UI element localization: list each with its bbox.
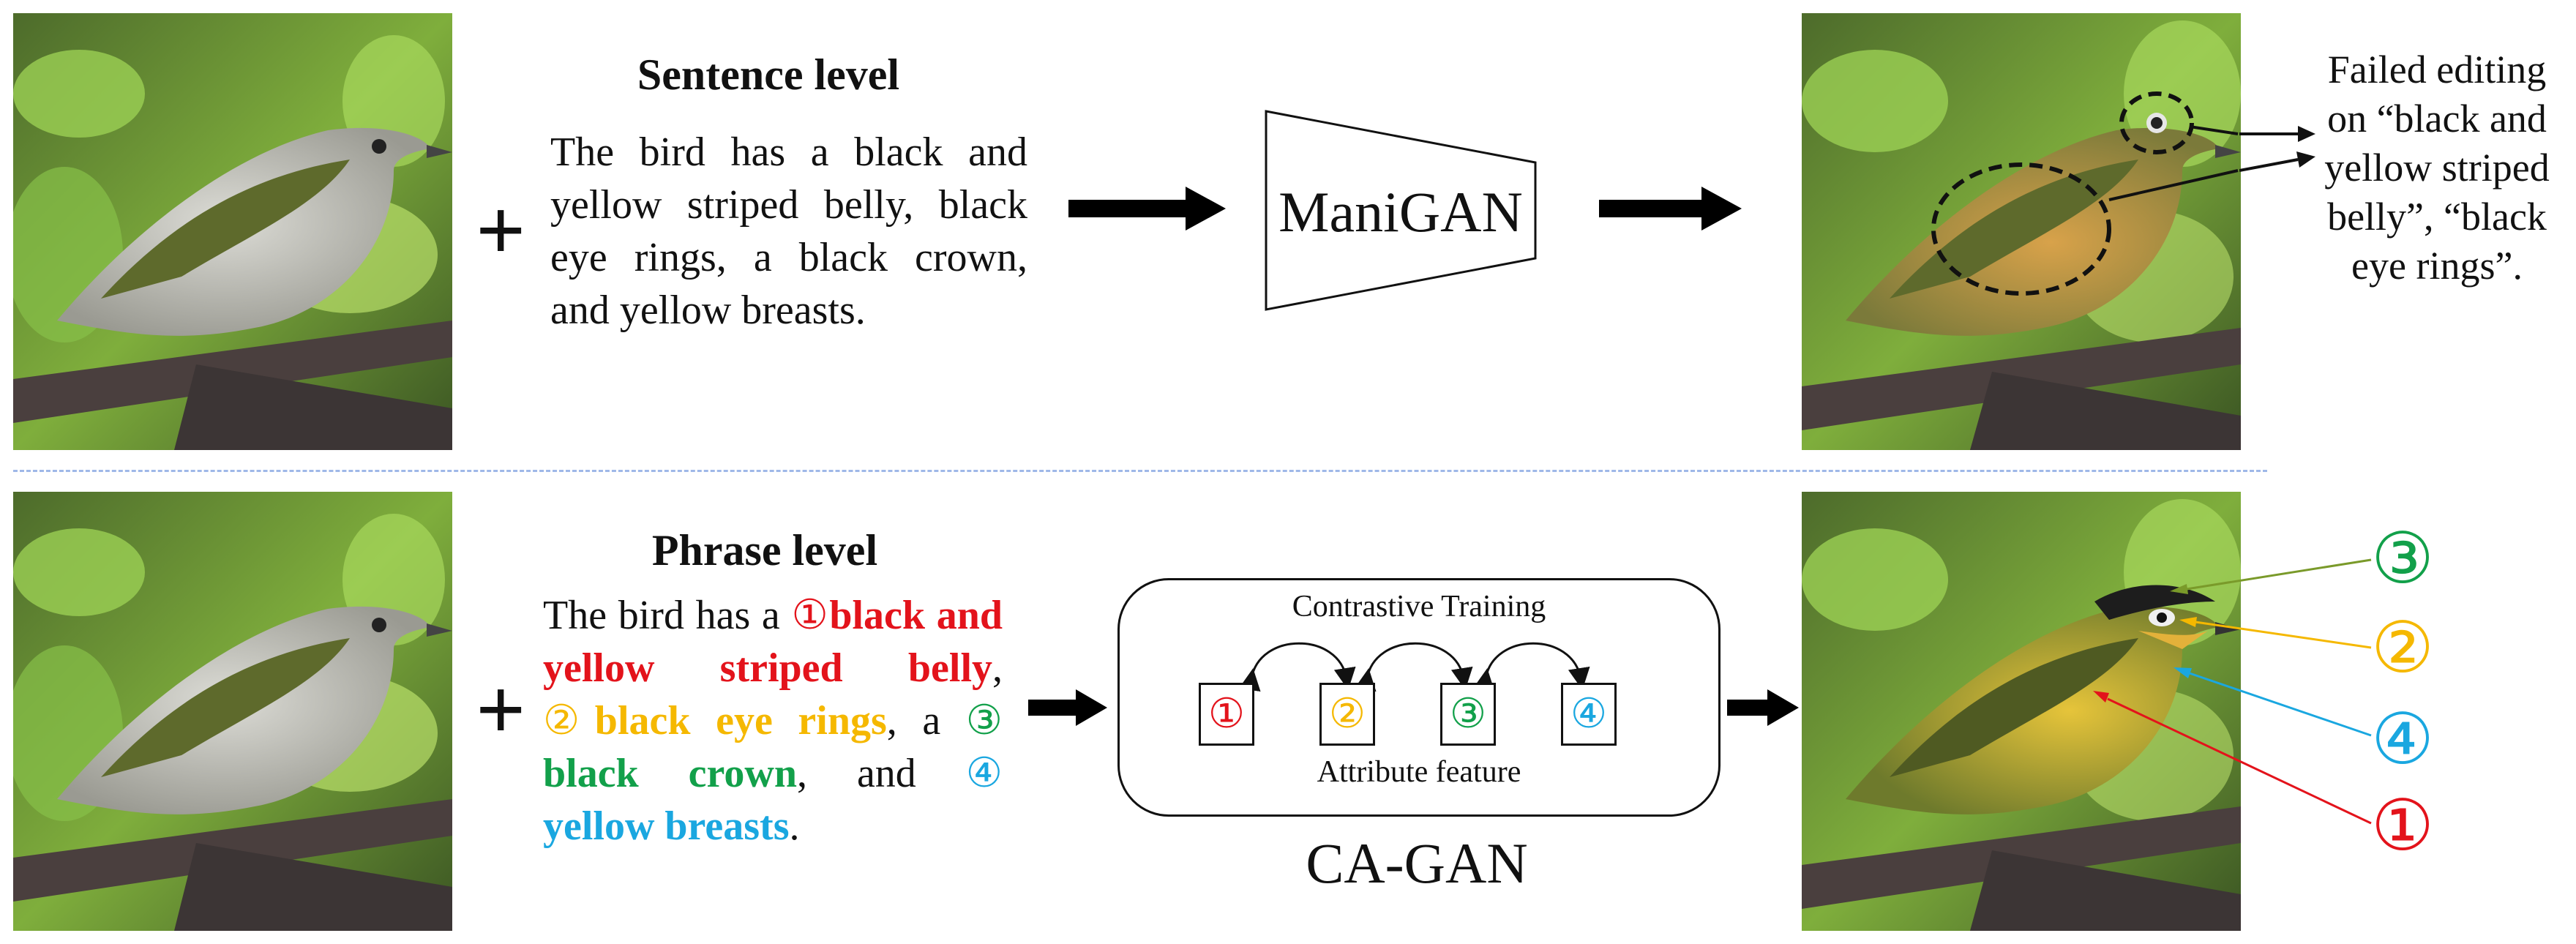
phrase-text: The bird has a ①black and yellow striped… xyxy=(543,589,1003,853)
contrastive-training-label: Contrastive Training xyxy=(1292,590,1546,623)
ca-gan-label: CA-GAN xyxy=(1306,831,1528,895)
phrase-sep-3: , and xyxy=(796,751,966,796)
manigan-block: ManiGAN xyxy=(1265,110,1537,311)
section-divider xyxy=(13,470,2267,472)
phrase-4-text: yellow breasts xyxy=(543,803,790,849)
attribute-box-2: ② xyxy=(1319,683,1375,746)
attribute-box-3: ③ xyxy=(1440,683,1496,746)
callout-2: ② xyxy=(2371,607,2435,689)
plus-sign-bottom: + xyxy=(476,661,526,758)
arrow-to-manigan xyxy=(1068,187,1226,231)
phrase-1-number: ① xyxy=(791,591,830,639)
phrase-2-number: ② xyxy=(543,697,595,744)
input-bird-photo-bottom xyxy=(13,492,452,931)
manigan-label: ManiGAN xyxy=(1278,180,1523,244)
plus-sign-top: + xyxy=(476,181,526,279)
phrase-2-text: black eye rings xyxy=(594,698,887,743)
contrastive-arcs xyxy=(1238,642,1590,692)
phrase-3-text: black crown xyxy=(543,751,797,796)
failure-note: Failed editing on “black and yellow stri… xyxy=(2324,48,2550,288)
phrase-sep-2: , a xyxy=(886,698,966,743)
arrow-from-manigan xyxy=(1599,187,1742,231)
arrow-from-ca-gan xyxy=(1727,689,1799,726)
output-bird-photo-manigan xyxy=(1802,13,2241,450)
phrase-1-text: black and yellow striped belly xyxy=(543,593,1003,691)
attribute-box-4: ④ xyxy=(1561,683,1617,746)
phrase-level-title: Phrase level xyxy=(651,526,878,574)
sentence-level-title: Sentence level xyxy=(637,50,900,99)
arrow-to-ca-gan xyxy=(1028,689,1107,726)
phrase-3-number: ③ xyxy=(965,697,1003,744)
phrase-prefix: The bird has a xyxy=(543,593,792,638)
sentence-text: The bird has a black and yellow striped … xyxy=(550,130,1027,333)
phrase-4-number: ④ xyxy=(965,749,1003,797)
attribute-feature-label: Attribute feature xyxy=(1317,755,1521,789)
attribute-box-1: ① xyxy=(1199,683,1254,746)
callout-3: ③ xyxy=(2371,517,2435,599)
phrase-sep-1: , xyxy=(992,645,1003,691)
input-bird-photo-top xyxy=(13,13,452,450)
callout-4: ④ xyxy=(2371,698,2435,780)
output-bird-photo-ca-gan xyxy=(1802,492,2241,931)
failure-arrows xyxy=(2239,126,2315,172)
phrase-end: . xyxy=(789,803,800,849)
callout-lines xyxy=(2093,558,2372,825)
callout-1: ① xyxy=(2371,784,2435,866)
ca-gan-box: Contrastive Training ① ② ③ ④ Attribute f… xyxy=(1117,578,1721,817)
